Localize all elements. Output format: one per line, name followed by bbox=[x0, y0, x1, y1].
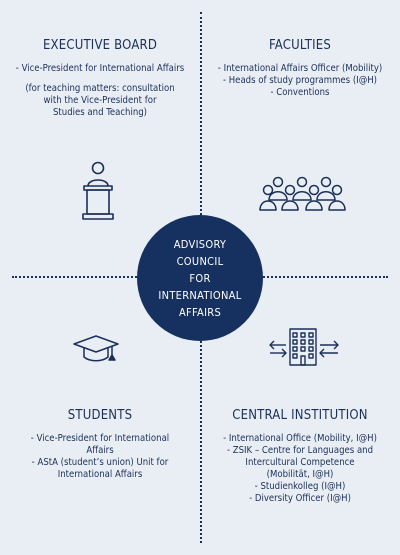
building-exchange-arrows-icon bbox=[269, 328, 339, 366]
students-item: International Affairs bbox=[57, 469, 143, 480]
note-line: (for teaching matters: consultation bbox=[25, 83, 175, 94]
central-institution-item: (Mobilität, I@H) bbox=[266, 469, 334, 480]
faculties-title: FACULTIES bbox=[269, 38, 331, 53]
faculties-item: - Conventions bbox=[270, 87, 330, 98]
students-item: - AStA (student’s union) Unit for bbox=[31, 457, 169, 468]
students-item: Affairs bbox=[86, 445, 114, 456]
central-institution-title: CENTRAL INSTITUTION bbox=[232, 408, 368, 423]
central-institution-item: - International Office (Mobility, I@H) bbox=[223, 433, 377, 444]
center-line: AFFAIRS bbox=[178, 305, 222, 319]
central-institution-item: - Studienkolleg (I@H) bbox=[254, 481, 346, 492]
students-item: - Vice-President for International bbox=[30, 433, 170, 444]
center-line: INTERNATIONAL bbox=[158, 288, 242, 302]
executive-board-title: EXECUTIVE BOARD bbox=[42, 38, 158, 53]
group-of-people-icon bbox=[259, 176, 346, 211]
central-institution-item: - Diversity Officer (I@H) bbox=[249, 493, 351, 504]
note-line: Studies and Teaching) bbox=[53, 107, 147, 118]
lectern-speaker-icon bbox=[82, 161, 114, 220]
executive-board-section: EXECUTIVE BOARD - Vice-President for Int… bbox=[0, 38, 200, 119]
central-institution-item: - ZSIK – Centre for Languages and bbox=[226, 445, 374, 456]
faculties-section: FACULTIES - International Affairs Office… bbox=[200, 38, 400, 99]
faculties-item: - Heads of study programmes (I@H) bbox=[222, 75, 378, 86]
faculties-item: - International Affairs Officer (Mobilit… bbox=[217, 63, 383, 74]
center-line: FOR bbox=[189, 271, 211, 285]
graduation-cap-icon bbox=[73, 335, 119, 362]
center-line: ADVISORY COUNCIL bbox=[173, 237, 227, 268]
students-title: STUDENTS bbox=[67, 408, 133, 423]
advisory-council-circle: ADVISORY COUNCIL FOR INTERNATIONAL AFFAI… bbox=[137, 215, 263, 341]
note-line: with the Vice-President for bbox=[43, 95, 157, 106]
central-institution-section: CENTRAL INSTITUTION - International Offi… bbox=[200, 408, 400, 505]
executive-board-note: (for teaching matters: consultation with… bbox=[0, 83, 200, 119]
students-section: STUDENTS - Vice-President for Internatio… bbox=[0, 408, 200, 481]
executive-board-item: - Vice-President for International Affai… bbox=[15, 63, 185, 74]
central-institution-item: Intercultural Competence bbox=[245, 457, 355, 468]
